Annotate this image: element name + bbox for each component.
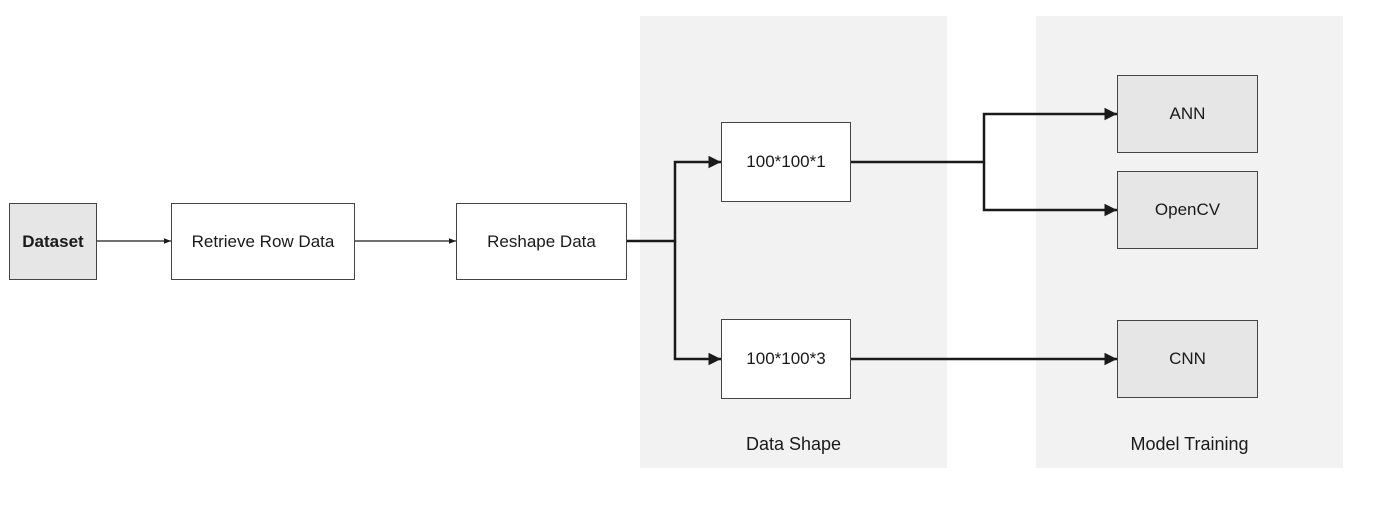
retrieve-row-data-node: Retrieve Row Data bbox=[171, 203, 355, 280]
reshape-data-node: Reshape Data bbox=[456, 203, 627, 280]
edge-shape1-ann bbox=[851, 107, 1117, 164]
edge-reshape-shape3 bbox=[673, 241, 721, 366]
shape-100x100x1-node: 100*100*1 bbox=[721, 122, 851, 202]
opencv-node: OpenCV bbox=[1117, 171, 1258, 249]
edge-shape1-opencv bbox=[982, 162, 1117, 217]
dataset-node: Dataset bbox=[9, 203, 97, 280]
ann-node: ANN bbox=[1117, 75, 1258, 153]
cnn-node: CNN bbox=[1117, 320, 1258, 398]
shape-100x100x3-node: 100*100*3 bbox=[721, 319, 851, 399]
data-shape-label: Data Shape bbox=[745, 434, 842, 454]
edge-reshape-shape1 bbox=[626, 155, 721, 243]
model-training-label: Model Training bbox=[1130, 434, 1249, 454]
